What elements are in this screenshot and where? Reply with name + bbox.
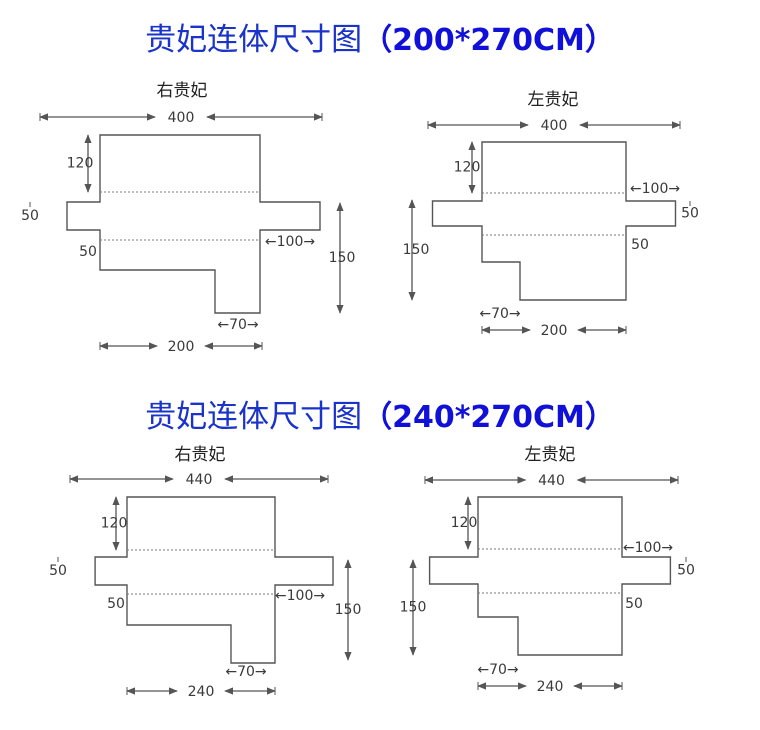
section-1-left-chaise-label: 左贵妃 [528,90,579,110]
section-1-left-chaise-total-width-label: 400 [541,118,568,134]
section-2-left-chaise-arm-depth-label: 50 [625,596,643,612]
section-2-size: （240*270CM） [362,400,615,435]
section-2-right-chaise: 右贵妃 440 120 50 50 ←100→ 150 ←70→ 240 [49,445,361,700]
section-2-left-chaise-total-width-label: 440 [538,473,565,489]
section-1-right-chaise-total-width-label: 400 [168,110,195,126]
section-1-right-chaise-arm-height-label: 50 [21,208,39,224]
section-1-right-chaise-seat-width-label: 200 [168,339,195,355]
section-1-right-chaise-chaise-width-label: ←70→ [217,317,259,333]
section-2-right-chaise-arm-depth-label: 50 [107,596,125,612]
section-1-right-chaise-back-depth-label: 120 [67,156,94,172]
section-1-left-chaise-arm-width-label: ←100→ [630,181,680,197]
section-2-left-chaise-arm-height-label: 50 [677,563,695,579]
section-2-right-chaise-chaise-width-label: ←70→ [225,664,267,680]
section-2-left-chaise-seat-width-label: 240 [537,679,564,695]
section-1-left-chaise-chaise-depth-label: 150 [403,242,430,258]
section-2-left-chaise-outline [428,496,672,656]
section-1-left-chaise-arm-depth-label: 50 [631,237,649,253]
section-2-right-chaise-arm-width-label: ←100→ [275,588,325,604]
section-2-right-chaise-chaise-depth-label: 150 [335,602,362,618]
section-2-title-text: 贵妃连体尺寸图 [145,399,363,435]
section-2-left-chaise-arm-width-label: ←100→ [623,540,673,556]
section-1-left-chaise-arm-height-label: 50 [681,206,699,222]
section-2-right-chaise-outline [94,496,334,664]
section-2-left-chaise-chaise-depth-label: 150 [400,600,427,616]
section-1-right-chaise-arm-depth-label: 50 [79,244,97,260]
section-2-left-chaise-chaise-width-label: ←70→ [477,662,519,678]
section-1-right-chaise-outline [66,134,321,314]
section-1-left-chaise-seat-width-label: 200 [541,323,568,339]
section-2-right-chaise-arm-height-label: 50 [49,563,67,579]
section-2-left-chaise-label: 左贵妃 [525,445,576,465]
section-2-right-chaise-back-depth-label: 120 [101,516,128,532]
section-1-title: 贵妃连体尺寸图（200*270CM） [0,20,760,61]
section-2-right-chaise-label: 右贵妃 [175,445,226,465]
section-2-title: 贵妃连体尺寸图（240*270CM） [0,397,760,438]
section-2-right-chaise-total-width-label: 440 [186,472,213,488]
section-1-right-chaise-chaise-depth-label: 150 [329,250,356,266]
section-1-left-chaise-back-depth-label: 120 [454,160,481,176]
section-1-right-chaise-arm-width-label: ←100→ [265,234,315,250]
section-2-left-chaise-back-depth-label: 120 [451,515,478,531]
section-2-right-chaise-seat-width-label: 240 [188,684,215,700]
section-1-left-chaise-outline [431,141,677,301]
section-1-right-chaise-label: 右贵妃 [157,81,208,101]
section-1-right-chaise: 右贵妃 400 120 50 50 ←100→ 150 ←70→ 200 [21,81,355,355]
section-1-left-chaise-chaise-width-label: ←70→ [479,306,521,322]
section-1-title-text: 贵妃连体尺寸图 [145,22,363,58]
section-1-size: （200*270CM） [362,23,615,58]
